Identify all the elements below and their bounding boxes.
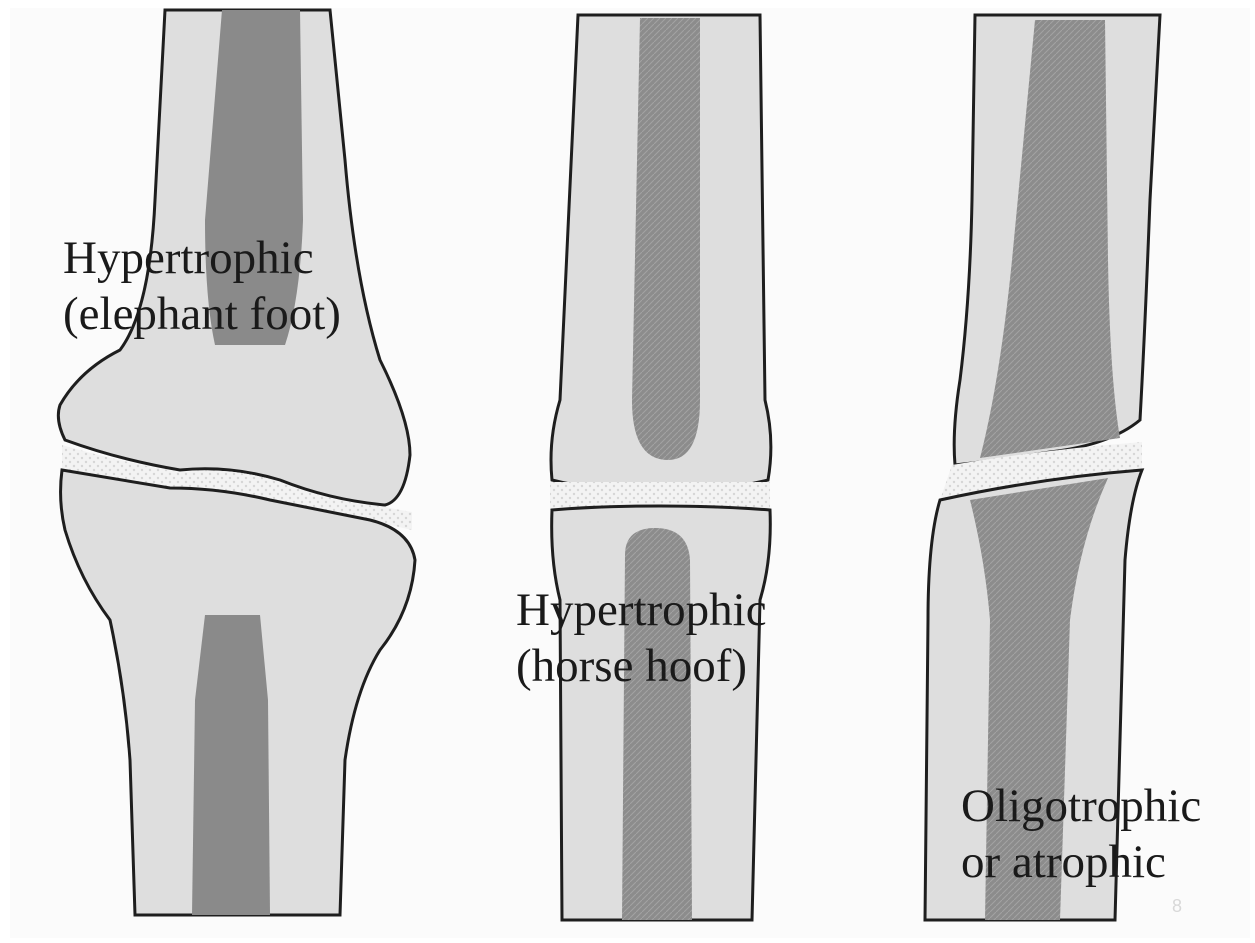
label-horse-hoof: Hypertrophic (horse hoof): [516, 582, 767, 695]
label-oligotrophic: Oligotrophic or atrophic: [961, 778, 1201, 891]
upper-medulla-b: [632, 18, 700, 460]
bone-horse-hoof: [550, 15, 771, 920]
label-elephant-foot: Hypertrophic (elephant foot): [63, 230, 341, 343]
lower-medulla-a: [192, 615, 270, 915]
page-number: 8: [1172, 896, 1182, 917]
